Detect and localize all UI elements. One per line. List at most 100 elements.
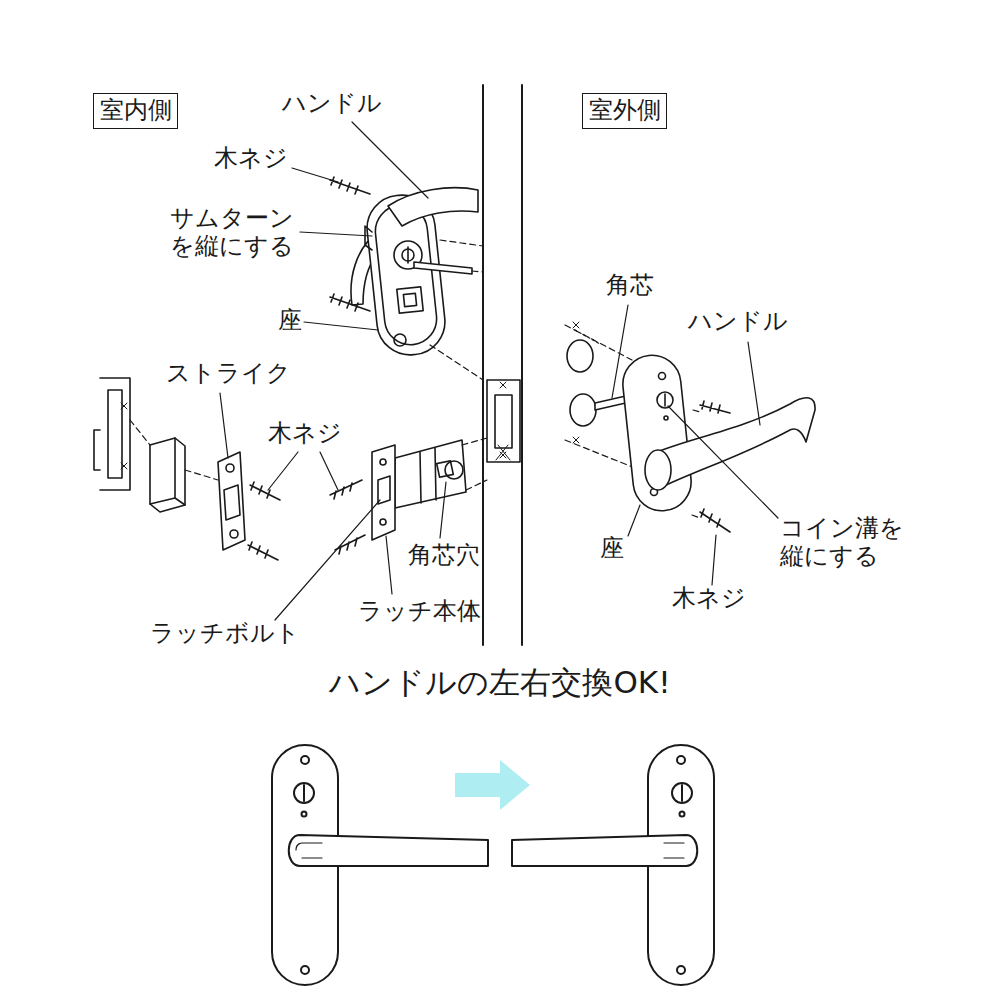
cross-mark	[573, 322, 579, 328]
leader-line	[268, 452, 298, 490]
dashed-guide	[693, 410, 700, 412]
part-label: 角芯穴	[408, 542, 480, 570]
leader-line	[292, 168, 338, 182]
cross-mark	[121, 322, 579, 469]
part-label: コイン溝を 縦にする	[780, 515, 907, 570]
dashed-guide	[462, 438, 487, 490]
leader-line	[352, 122, 428, 198]
door-frame	[94, 378, 130, 490]
cross-mark	[500, 452, 506, 458]
exterior-handle	[650, 398, 815, 488]
dashed-guide	[692, 515, 700, 518]
exterior-handle	[620, 352, 694, 513]
part-label: ラッチ本体	[358, 598, 481, 626]
handle-right-view	[512, 745, 714, 985]
door-frame	[94, 430, 100, 470]
dashed-guide	[565, 325, 700, 518]
door-frame	[108, 390, 122, 478]
leader-line	[220, 393, 228, 458]
wood-screw	[700, 401, 730, 532]
interior-handle	[365, 226, 372, 250]
wood-screw	[248, 480, 365, 560]
leader-line	[668, 406, 778, 518]
side-label: 室内側	[100, 96, 172, 124]
handle-right-view	[677, 756, 685, 764]
cross-mark	[500, 382, 506, 388]
dashed-guide	[185, 470, 218, 480]
handle-right-view	[677, 966, 685, 974]
interior-handle	[351, 188, 478, 358]
swap-arrow	[455, 760, 530, 810]
handle-left-view	[301, 966, 309, 974]
leader-line	[304, 322, 378, 330]
handle-left-view	[289, 835, 488, 866]
handle-right-view	[680, 812, 685, 817]
handle-right-view	[681, 785, 683, 801]
dashed-guide	[440, 240, 483, 246]
interior-handle	[388, 188, 478, 226]
door-frame	[100, 378, 130, 490]
cross-mark	[121, 403, 127, 409]
section-title: ハンドルの左右交換OK!	[329, 664, 670, 701]
wood-screw	[248, 542, 278, 560]
latch-mortise-plate	[487, 380, 520, 462]
handle-left-view	[301, 756, 309, 764]
part-label: サムターン を縦にする	[170, 205, 297, 260]
wood-screw	[335, 535, 365, 554]
dashed-guide	[130, 420, 218, 480]
door-edge	[482, 85, 484, 645]
dashed-guide	[430, 345, 483, 380]
leader-line	[748, 342, 760, 425]
part-label: 木ネジ	[214, 145, 288, 173]
strike-plate	[218, 452, 245, 550]
handle-left-view	[294, 783, 314, 803]
side-label-box: 室内側	[93, 93, 178, 129]
leader-line	[320, 452, 338, 490]
latch-body	[372, 440, 466, 540]
handle-left-view	[296, 843, 322, 858]
door-edge	[521, 85, 523, 645]
leader-line	[612, 305, 628, 398]
leader-line	[386, 536, 392, 594]
leader-line	[300, 232, 372, 236]
interior-handle	[403, 293, 416, 306]
leader-line	[440, 482, 446, 538]
wood-screw	[330, 177, 370, 194]
latch-mortise-plate	[495, 395, 512, 448]
cross-mark	[573, 437, 579, 443]
side-label-box: 室外側	[582, 93, 667, 129]
latch-body	[445, 461, 463, 479]
handle-right-view	[664, 843, 684, 858]
part-label: ラッチボルト	[150, 620, 300, 648]
strike-plate	[230, 530, 238, 538]
latch-mortise-plate	[496, 445, 510, 460]
handle-right-view	[672, 783, 692, 803]
part-label: 木ネジ	[672, 585, 746, 613]
strike-box	[150, 438, 185, 512]
latch-body	[395, 440, 466, 508]
part-label: ストライク	[166, 360, 291, 388]
dashed-guide	[430, 240, 483, 380]
leader-line	[220, 122, 778, 620]
side-label: 室外側	[589, 96, 661, 124]
interior-handle	[407, 247, 409, 263]
leader-line	[628, 505, 640, 536]
latch-body	[372, 445, 395, 540]
interior-handle	[394, 334, 406, 346]
swap-arrow	[455, 760, 530, 810]
wood-screw	[330, 294, 370, 311]
part-label: 角芯	[606, 272, 654, 300]
dashed-guide	[462, 438, 487, 445]
part-label: 座	[278, 307, 302, 335]
interior-handle	[397, 287, 423, 313]
wood-screw	[700, 509, 730, 532]
strike-box	[150, 438, 185, 505]
door-hole	[567, 340, 593, 372]
strike-box	[150, 438, 185, 512]
leader-line	[712, 535, 716, 585]
part-label: ハンドル	[282, 90, 382, 118]
door-edge	[483, 85, 522, 645]
